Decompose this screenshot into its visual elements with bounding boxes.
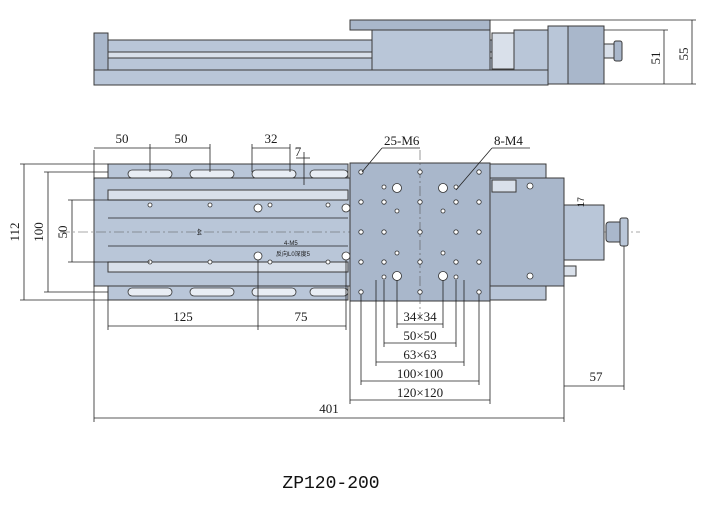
rail-hole [267,202,273,208]
label-4-m5: 4-M5 [284,241,298,247]
side-motor-flange [547,25,569,85]
model-caption: ZP120-200 [282,474,379,494]
slot [189,169,235,179]
dim-112: 112 [7,222,22,241]
dim-table-34: 34×34 [403,309,437,324]
dim-table-120: 120×120 [397,385,443,400]
label-4-m5-sub: 反向L0深度5 [276,250,311,258]
dim-55: 55 [676,48,691,61]
side-carriage [371,29,491,71]
side-coupling [491,32,515,70]
top-motor-shaft [563,204,605,261]
dim-table-100: 100×100 [397,366,443,381]
table-holes [358,169,482,295]
m5-hole [253,203,263,213]
top-motor-small [563,265,577,277]
rail-hole [325,259,331,265]
dim-pitch-50-b: 50 [175,131,188,146]
slot [309,287,349,297]
side-coupling-block [513,29,549,71]
slot [189,287,235,297]
m5-hole [341,251,351,261]
side-knob [613,40,623,62]
slot [251,169,297,179]
rail-hole [207,202,213,208]
dim-100: 100 [31,222,46,242]
dim-table-63: 63×63 [403,347,436,362]
dim-table-50: 50×50 [403,328,436,343]
dim-57: 57 [590,369,604,384]
label-44: 44 [195,229,201,236]
top-rail-guide-upper [107,189,349,201]
dim-51: 51 [648,52,663,65]
top-coupling-window [491,179,517,193]
end-screw [526,272,534,280]
dim-pitch-50-a: 50 [116,131,129,146]
top-motor-block [489,177,565,287]
dim-401: 401 [319,401,339,416]
rail-hole [207,259,213,265]
dim-125: 125 [173,309,193,324]
side-base [93,69,549,86]
label-25-m6: 25-M6 [384,133,420,148]
top-knob-cap [619,217,629,247]
m5-hole [253,251,263,261]
side-view: 51 55 [93,19,696,86]
side-table-top [349,19,491,31]
dim-32: 32 [265,131,278,146]
dim-7: 7 [295,144,302,159]
m5-hole [341,203,351,213]
dim-50-vertical: 50 [55,226,70,239]
dim-17: 17 [576,197,586,207]
rail-hole [325,202,331,208]
slot [251,287,297,297]
label-8-m4: 8-M4 [494,133,523,148]
dim-75: 75 [295,309,308,324]
top-view: 44 4-M5 反向L0深度5 [7,131,640,422]
rail-hole [267,259,273,265]
side-knob-shaft [603,43,615,59]
top-rail-guide-lower [107,261,349,273]
end-screw [526,182,534,190]
slot [127,287,173,297]
slot [309,169,349,179]
rail-hole [147,202,153,208]
